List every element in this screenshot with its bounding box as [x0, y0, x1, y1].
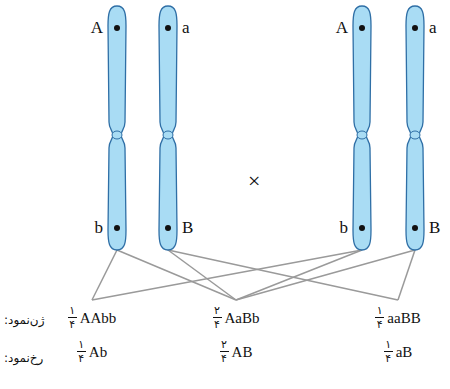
phenotype-text: aB	[396, 343, 413, 361]
chromosome-shape	[107, 6, 127, 250]
centromere	[410, 131, 420, 139]
allele-letter: A	[89, 18, 103, 38]
phenotype-text: AB	[232, 343, 253, 361]
allele-letter: b	[334, 218, 348, 238]
chromosome-shape	[405, 6, 425, 250]
fraction-numerator: ۲	[214, 304, 220, 317]
chromatid-body	[353, 6, 371, 250]
fraction-numerator: ۱	[69, 304, 75, 317]
centromere	[357, 131, 367, 139]
allele-letter: A	[334, 18, 348, 38]
row-title: رخ‌نمود:	[4, 349, 43, 367]
fraction-bar	[68, 317, 77, 318]
inheritance-line	[236, 250, 415, 300]
genotype-text: AAbb	[80, 309, 117, 327]
fraction: ۲۴	[220, 338, 229, 365]
fraction-denominator: ۴	[221, 352, 227, 365]
inheritance-line	[398, 250, 415, 300]
gene-locus	[359, 225, 365, 231]
inheritance-line	[92, 250, 362, 300]
chromatid-body	[159, 6, 177, 250]
chromosome-shape	[158, 6, 178, 250]
fraction: ۱۴	[384, 338, 393, 365]
gene-locus	[412, 25, 418, 31]
row-title: ژن‌نمود:	[4, 311, 44, 329]
gene-locus	[114, 225, 120, 231]
cross-sign: ×	[248, 172, 260, 190]
centromere	[163, 131, 173, 139]
offspring-genotype: ۱۴AAbb	[66, 300, 119, 331]
allele-letter: b	[89, 218, 103, 238]
gene-locus	[412, 225, 418, 231]
chromosome: Ab	[107, 6, 127, 250]
offspring-genotype: ۲۴AaBb	[211, 300, 262, 331]
fraction-numerator: ۱	[377, 304, 383, 317]
fraction-numerator: ۱	[385, 338, 391, 351]
fraction-bar	[213, 317, 222, 318]
chromatid-body	[406, 6, 424, 250]
allele-letter: B	[182, 218, 196, 238]
chromosome: aB	[158, 6, 178, 250]
chromosome: aB	[405, 6, 425, 250]
chromatid-body	[108, 6, 126, 250]
fraction-bar	[375, 317, 384, 318]
chromosome: Ab	[352, 6, 372, 250]
fraction-bar	[220, 351, 229, 352]
gene-locus	[359, 25, 365, 31]
allele-letter: a	[182, 18, 196, 38]
genotype-text: aaBB	[387, 309, 420, 327]
offspring-genotype: ۱۴aaBB	[373, 300, 422, 331]
centromere	[112, 131, 122, 139]
fraction-denominator: ۴	[69, 318, 75, 331]
fraction: ۱۴	[68, 304, 77, 331]
fraction-bar	[384, 351, 393, 352]
chromosome-shape	[352, 6, 372, 250]
fraction: ۱۴	[77, 338, 86, 365]
fraction-numerator: ۲	[221, 338, 227, 351]
fraction: ۲۴	[213, 304, 222, 331]
fraction-denominator: ۴	[385, 352, 391, 365]
fraction-numerator: ۱	[78, 338, 84, 351]
allele-letter: B	[429, 218, 443, 238]
phenotype-group: ۱۴aB	[382, 338, 415, 365]
gene-locus	[165, 225, 171, 231]
phenotype-group: ۲۴AB	[218, 338, 255, 365]
fraction-denominator: ۴	[78, 352, 84, 365]
gene-locus	[114, 25, 120, 31]
phenotype-text: Ab	[89, 343, 107, 361]
fraction-bar	[77, 351, 86, 352]
inheritance-line	[236, 250, 362, 300]
allele-letter: a	[429, 18, 443, 38]
phenotype-group: ۱۴Ab	[75, 338, 109, 365]
genotype-text: AaBb	[225, 309, 260, 327]
inheritance-line	[92, 250, 117, 300]
fraction-denominator: ۴	[214, 318, 220, 331]
fraction-denominator: ۴	[377, 318, 383, 331]
inheritance-line	[168, 250, 398, 300]
gene-locus	[165, 25, 171, 31]
fraction: ۱۴	[375, 304, 384, 331]
